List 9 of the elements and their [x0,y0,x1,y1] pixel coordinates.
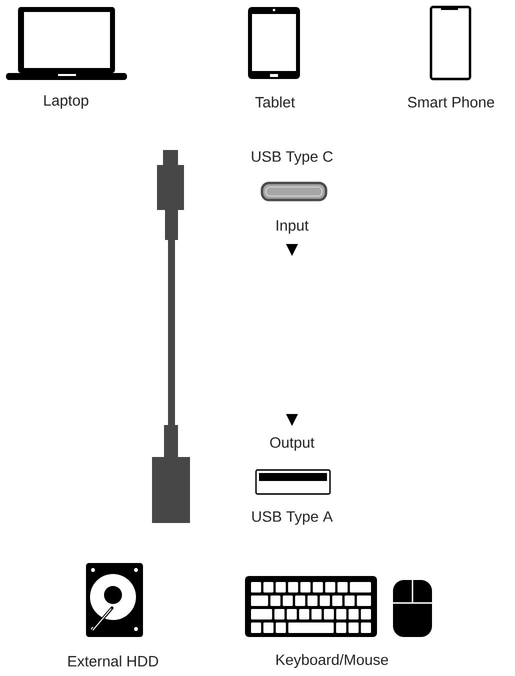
caption-text: Input [276,220,309,234]
caption-text: USB Type C [252,151,333,165]
caption-text: USB Type A [252,511,333,525]
caption-text: Output [270,437,314,451]
caption-text: Keyboard/Mouse [276,654,388,668]
caption-text: Tablet [255,96,295,108]
caption-text: Laptop [44,95,88,109]
caption-text: External HDD [68,656,158,666]
caption-text: Smart Phone [408,96,494,108]
